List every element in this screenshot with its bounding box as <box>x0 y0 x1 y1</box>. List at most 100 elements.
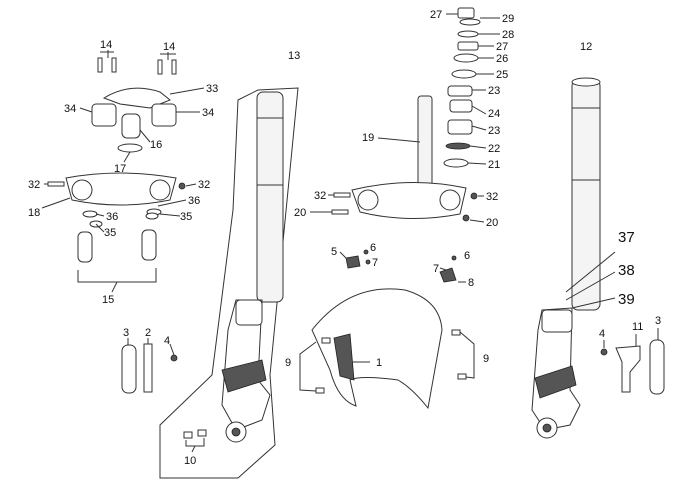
callout-32-c: 32 <box>314 190 326 202</box>
callout-13: 13 <box>288 50 300 62</box>
front-fender-1 <box>311 288 443 410</box>
left-inner-tube <box>256 91 284 303</box>
ring-28 <box>457 30 479 38</box>
callout-7-left: 7 <box>372 257 378 269</box>
washer-26 <box>453 53 479 63</box>
washer-17 <box>117 143 143 153</box>
callout-18: 18 <box>28 207 40 219</box>
guide-2 <box>143 343 153 393</box>
callout-36-left: 36 <box>106 211 118 223</box>
screw-4-right <box>600 348 608 356</box>
screw-4-left <box>170 354 178 362</box>
callout-22: 22 <box>488 143 500 155</box>
pin-15-right <box>141 229 157 261</box>
bolt-10-a <box>183 431 193 439</box>
bracket-11 <box>615 345 641 393</box>
guard-3-left <box>121 344 137 394</box>
callout-21: 21 <box>488 159 500 171</box>
callout-27-top: 27 <box>430 9 442 21</box>
callout-labels: 1 2 3 3 4 4 5 6 6 7 7 8 9 9 10 11 12 13 … <box>28 9 661 467</box>
riser-34-right <box>151 103 177 127</box>
callout-15: 15 <box>102 294 114 306</box>
top-clamp-group <box>79 50 205 163</box>
bolt-20 <box>331 209 349 215</box>
callout-27: 27 <box>496 41 508 53</box>
bolt-32-stem <box>333 192 351 198</box>
right-hose-guides <box>565 251 665 395</box>
nut-27 <box>457 41 479 51</box>
callout-7-right: 7 <box>433 263 439 275</box>
callout-20-right: 20 <box>486 217 498 229</box>
callout-20-left: 20 <box>294 207 306 219</box>
callout-3-left: 3 <box>123 327 129 339</box>
leader-37 <box>565 251 616 293</box>
callout-12: 12 <box>580 41 592 53</box>
callout-29: 29 <box>502 13 514 25</box>
clip-5 <box>345 255 361 269</box>
callout-3-right: 3 <box>655 315 661 327</box>
seal-25 <box>451 69 477 79</box>
nut-27-top <box>457 7 475 19</box>
callout-36-right: 36 <box>188 195 200 207</box>
callout-28: 28 <box>502 29 514 41</box>
callout-34-left: 34 <box>64 103 76 115</box>
callout-8: 8 <box>468 277 474 289</box>
lower-triple-clamp-18 <box>65 172 177 206</box>
nut-32-stem <box>470 192 478 200</box>
callout-26: 26 <box>496 53 508 65</box>
callout-9-right: 9 <box>483 353 489 365</box>
callout-23-top: 23 <box>488 85 500 97</box>
seal-22 <box>445 142 471 150</box>
callout-32-b: 32 <box>198 179 210 191</box>
callout-23-bottom: 23 <box>488 125 500 137</box>
callout-2: 2 <box>145 327 151 339</box>
callout-37: 37 <box>618 229 635 246</box>
washer-21 <box>443 158 469 168</box>
nut-32 <box>178 182 186 190</box>
callout-6-left: 6 <box>370 242 376 254</box>
leader-38 <box>565 271 616 301</box>
bearing-24 <box>449 99 473 113</box>
bolt-9-a <box>321 337 331 344</box>
callout-39: 39 <box>618 291 635 308</box>
callout-9-left: 9 <box>285 357 291 369</box>
callout-38: 38 <box>618 262 635 279</box>
leader-39 <box>571 297 616 309</box>
riser-34-left <box>91 103 117 127</box>
bolt-32-left <box>47 181 65 187</box>
callout-14-left: 14 <box>100 39 112 51</box>
callout-16: 16 <box>150 139 162 151</box>
right-fork-assembly <box>531 77 601 439</box>
right-caliper-mount <box>534 365 577 399</box>
callout-35-right: 35 <box>180 211 192 223</box>
callout-19: 19 <box>362 132 374 144</box>
bearing-stack <box>443 7 500 168</box>
callout-33: 33 <box>206 83 218 95</box>
bolt-14-a <box>97 57 103 73</box>
callout-1: 1 <box>376 357 382 369</box>
callout-17: 17 <box>114 163 126 175</box>
lower-clamp-group <box>41 172 197 293</box>
race-23-bottom <box>447 119 473 135</box>
left-fork-assembly <box>159 87 299 479</box>
pin-15-left <box>77 231 93 263</box>
callout-24: 24 <box>488 108 500 120</box>
callout-5: 5 <box>331 246 337 258</box>
callout-34-right: 34 <box>202 107 214 119</box>
clip-8 <box>439 267 457 283</box>
spacer-16 <box>121 113 141 139</box>
guard-3-right <box>649 339 665 395</box>
callout-4-left: 4 <box>164 335 170 347</box>
left-hose-guides <box>121 338 207 453</box>
callout-32-d: 32 <box>486 191 498 203</box>
front-fender-group <box>299 249 475 410</box>
callout-10: 10 <box>184 455 196 467</box>
callout-4-right: 4 <box>599 328 605 340</box>
callout-11: 11 <box>632 321 643 333</box>
right-outer-slider <box>531 307 581 431</box>
race-23-top <box>447 85 473 97</box>
washer-36 <box>82 210 98 218</box>
stem-clamp <box>351 181 467 220</box>
